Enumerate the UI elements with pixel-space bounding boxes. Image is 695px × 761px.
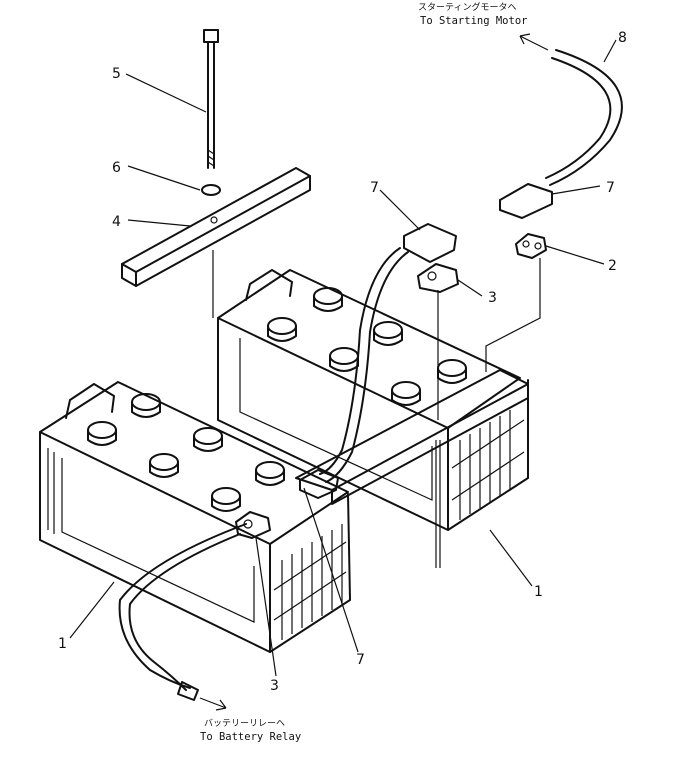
arrow-to-starting-motor	[519, 33, 549, 51]
callout-1-left: 1	[58, 636, 67, 652]
label-battery-relay-jp: バッテリーリレーヘ	[204, 718, 285, 729]
battery-front	[39, 381, 351, 653]
arrow-to-battery-relay	[199, 697, 227, 711]
washer	[201, 184, 221, 196]
rear-bolt	[435, 440, 441, 568]
inter-battery-cable	[319, 223, 457, 483]
battery-relay-cable	[118, 523, 247, 701]
terminal-2	[515, 233, 547, 259]
callout-7-right: 7	[606, 180, 615, 196]
hold-down-bolt	[203, 29, 219, 169]
callout-4: 4	[112, 214, 121, 230]
label-battery-relay-en: To Battery Relay	[200, 731, 301, 743]
terminal-3-bottom	[235, 511, 271, 539]
label-starting-motor-jp: スターティングモータヘ	[418, 1, 516, 13]
callout-7-lower: 7	[356, 652, 365, 668]
callout-3-upper: 3	[488, 290, 497, 306]
bracket	[121, 167, 311, 287]
callout-5: 5	[112, 66, 121, 82]
cable-clamp-7-lower	[299, 469, 339, 499]
leader-lines	[69, 39, 617, 677]
terminal-2-guide	[485, 258, 541, 372]
starting-motor-cable	[499, 49, 623, 219]
callout-2: 2	[608, 258, 617, 274]
label-starting-motor-en: To Starting Motor	[420, 15, 527, 27]
callout-1-right: 1	[534, 584, 543, 600]
callout-7-upper: 7	[370, 180, 379, 196]
terminal-3-top	[417, 263, 459, 420]
callout-3-lower: 3	[270, 678, 279, 694]
hold-down-bar	[295, 369, 529, 505]
battery-rear	[217, 269, 529, 531]
callout-6: 6	[112, 160, 121, 176]
callout-8: 8	[618, 30, 627, 46]
